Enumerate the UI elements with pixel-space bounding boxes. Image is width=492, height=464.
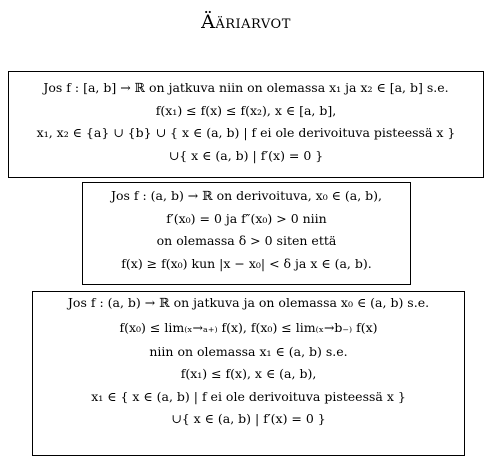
theorem-line: f′(x₀) = 0 ja f″(x₀) > 0 niin [166, 210, 327, 226]
theorem-line: on olemassa δ > 0 siten että [156, 233, 337, 248]
theorem-line: Jos f : (a, b) → ℝ on jatkuva ja on olem… [67, 295, 430, 310]
theorem-line: Jos f : [a, b] → ℝ on jatkuva niin on ol… [43, 80, 449, 95]
theorem-line: f(x) ≥ f(x₀) kun |x − x₀| < δ ja x ∈ (a,… [121, 255, 372, 271]
theorem-box-open-interval: Jos f : (a, b) → ℝ on jatkuva ja on olem… [32, 291, 465, 456]
theorem-line: f(x₁) ≤ f(x), x ∈ (a, b), [180, 366, 317, 381]
theorem-line: niin on olemassa x₁ ∈ (a, b) s.e. [149, 343, 348, 359]
theorem-line: ∪{ x ∈ (a, b) | f′(x) = 0 } [171, 411, 326, 426]
theorem-box-second-derivative: Jos f : (a, b) → ℝ on derivoituva, x₀ ∈ … [82, 182, 411, 285]
page-title: Ääriarvot [201, 11, 291, 33]
theorem-line: f(x₀) ≤ lim₍ₓ→ₐ₊₎ f(x), f(x₀) ≤ lim₍ₓ→b₋… [119, 319, 378, 335]
theorem-line: f(x₁) ≤ f(x) ≤ f(x₂), x ∈ [a, b], [155, 102, 337, 118]
theorem-line: ∪{ x ∈ (a, b) | f′(x) = 0 } [168, 147, 324, 163]
theorem-box-extreme-value: Jos f : [a, b] → ℝ on jatkuva niin on ol… [8, 71, 484, 178]
theorem-line: x₁, x₂ ∈ {a} ∪ {b} ∪ { x ∈ (a, b) | f ei… [36, 125, 456, 140]
theorem-line: Jos f : (a, b) → ℝ on derivoituva, x₀ ∈ … [110, 188, 383, 203]
theorem-line: x₁ ∈ { x ∈ (a, b) | f ei ole derivoituva… [91, 388, 406, 404]
